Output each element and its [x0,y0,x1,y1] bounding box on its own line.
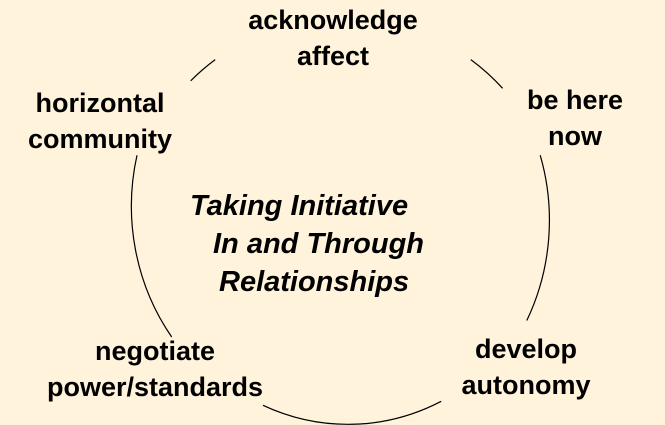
node-label-line: power/standards [46,372,264,402]
center-title: Taking Initiative In and Through Relatio… [190,187,470,301]
node-negotiate-power-standards: negotiate power/standards [15,333,295,405]
node-horizontal-community: horizontal community [0,85,200,157]
ring-arc-right [526,155,550,321]
node-label-line: affect [296,41,370,71]
node-label-line: be here [526,85,624,115]
ring-arc-top-left [190,59,216,82]
node-label-line: develop [474,334,578,364]
ring-arc-bottom [262,400,442,425]
node-be-here-now: be here now [500,82,650,154]
center-title-line: In and Through [213,228,425,260]
node-label-line: horizontal [35,88,165,118]
ring-arc-left [130,155,173,338]
center-title-line: Taking Initiative [190,190,409,222]
node-label-line: community [27,124,173,154]
node-label-line: now [548,121,602,151]
node-label-line: autonomy [461,370,591,400]
node-develop-autonomy: develop autonomy [436,331,616,403]
ring-arc-top-right [470,59,504,89]
node-label-line: negotiate [94,336,215,366]
node-acknowledge-affect: acknowledge affect [208,2,458,74]
center-title-line: Relationships [219,266,410,298]
node-label-line: acknowledge [248,5,418,35]
